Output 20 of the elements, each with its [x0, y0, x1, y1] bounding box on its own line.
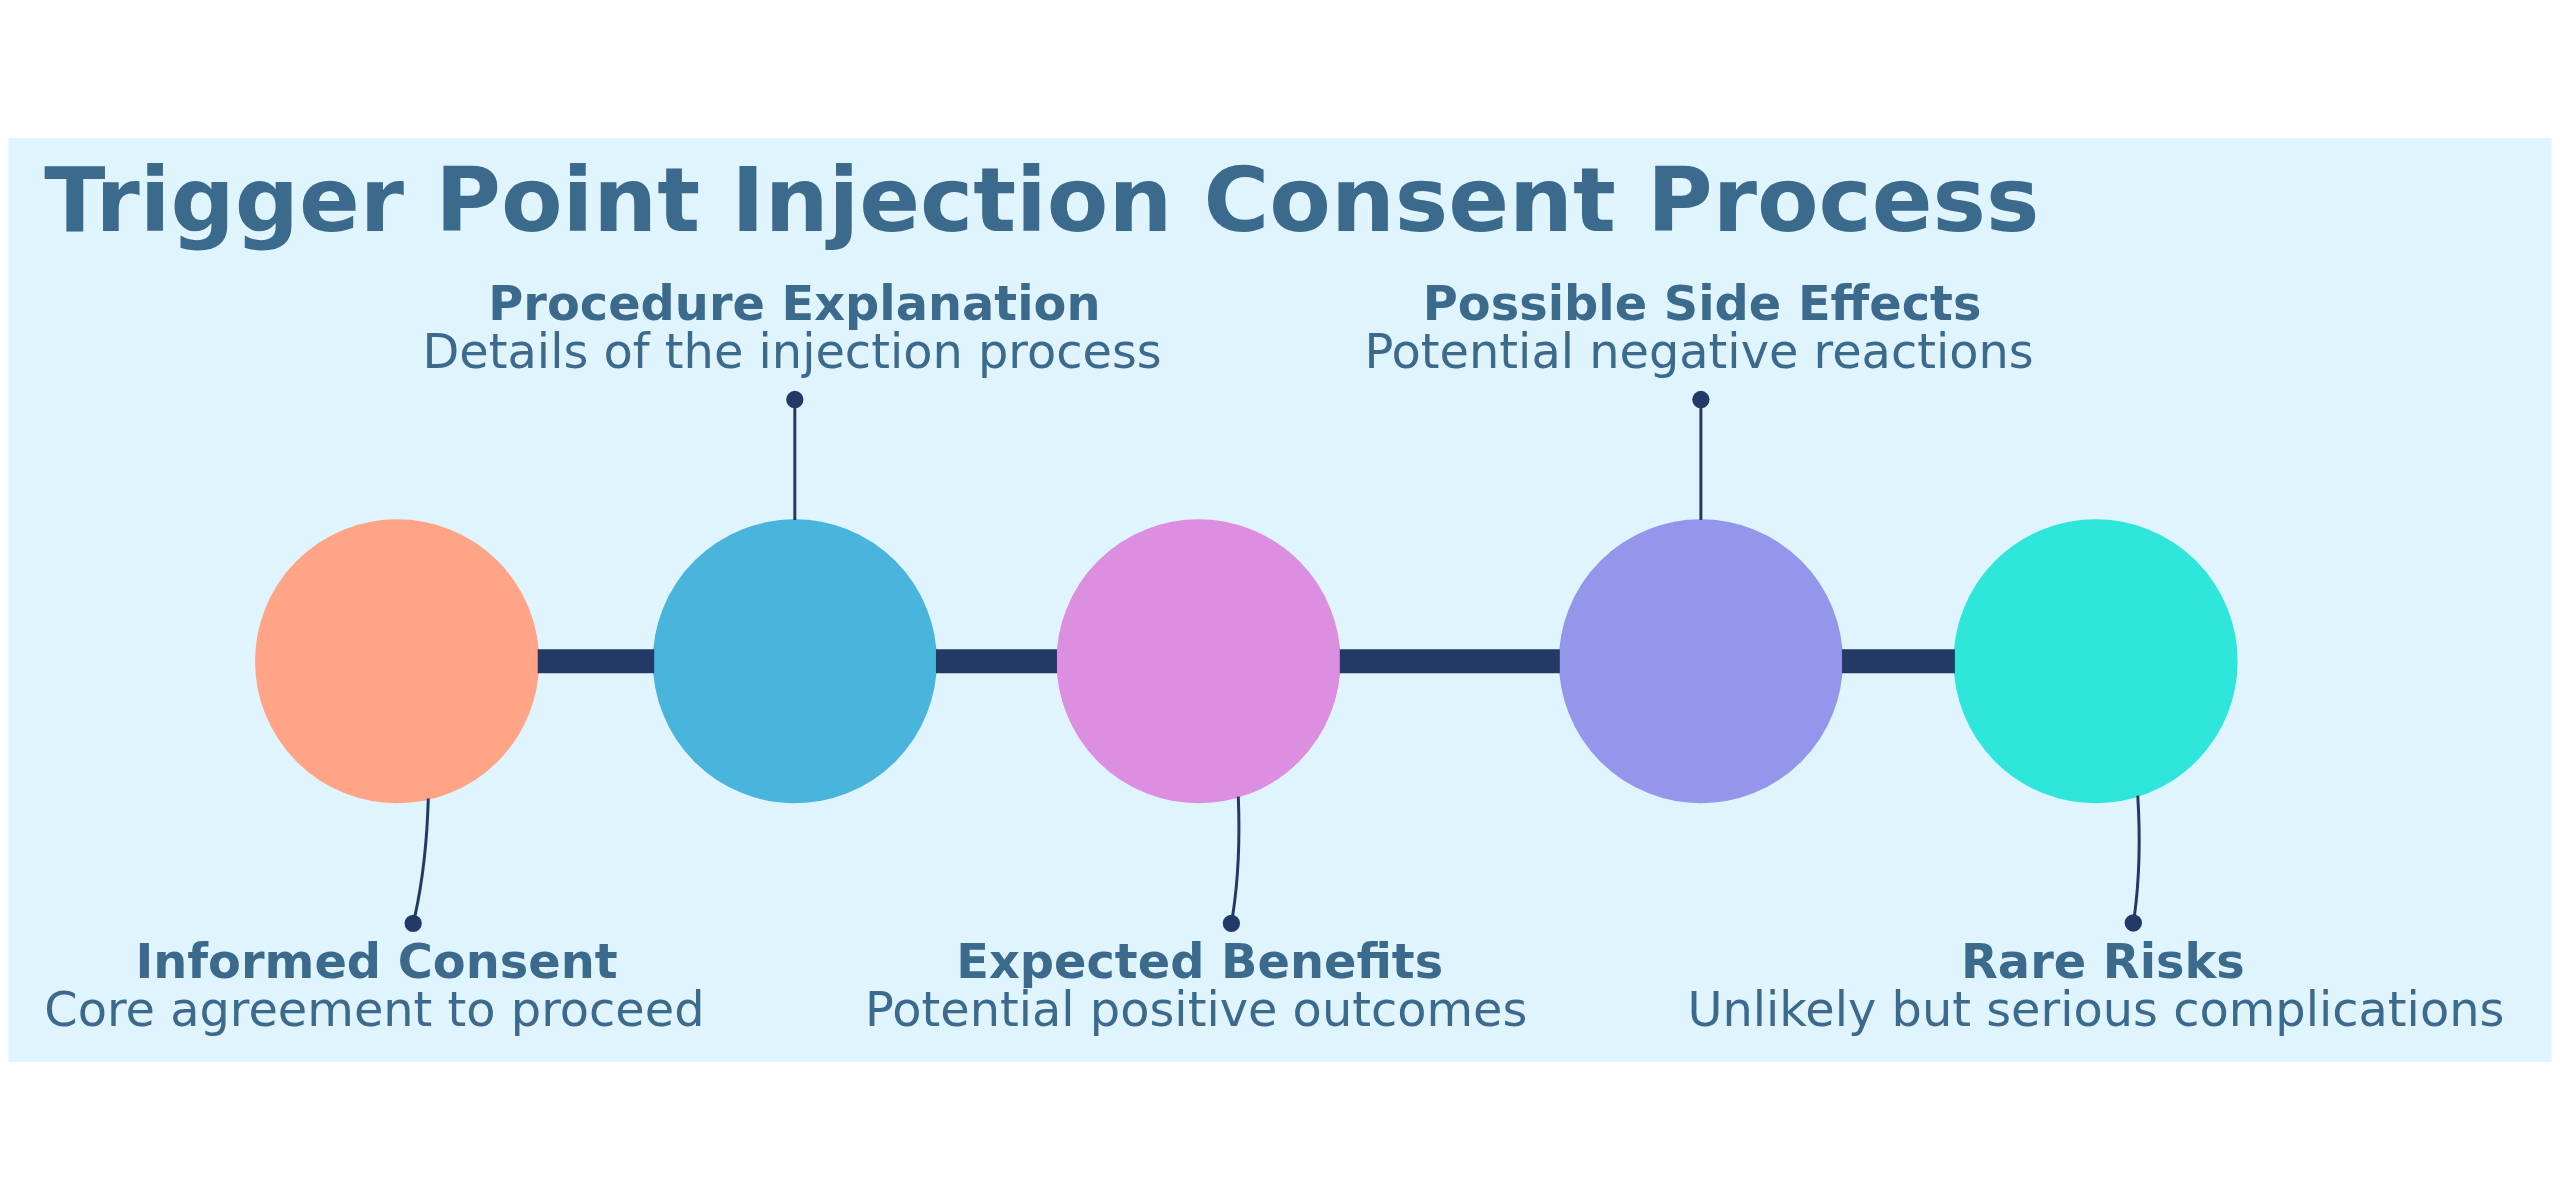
connector [1841, 649, 1955, 674]
connector [786, 390, 804, 520]
node-circle [1953, 519, 2238, 804]
node-text: Expected Benefits Potential positive outcomes [865, 933, 1528, 1037]
node-circle [1558, 519, 1843, 804]
connector [1692, 390, 1710, 520]
node-circle [652, 519, 937, 804]
node-text: Possible Side Effects Potential negative reactions [1364, 275, 2034, 379]
connector [537, 649, 655, 674]
connector [1222, 796, 1241, 932]
node-circle [255, 519, 540, 804]
node-text: Rare Risks Unlikely but serious complications [1687, 933, 2505, 1037]
node-circle [1056, 519, 1341, 804]
diagram-title: Trigger Point Injection Consent Process [44, 147, 2040, 252]
node-text: Informed Consent Core agreement to proceed [44, 933, 705, 1037]
connector [1339, 649, 1560, 674]
node-text: Procedure Explanation Details of the injection process [422, 275, 1162, 379]
connector [404, 798, 430, 932]
connector [2124, 795, 2142, 932]
connector [935, 649, 1057, 674]
